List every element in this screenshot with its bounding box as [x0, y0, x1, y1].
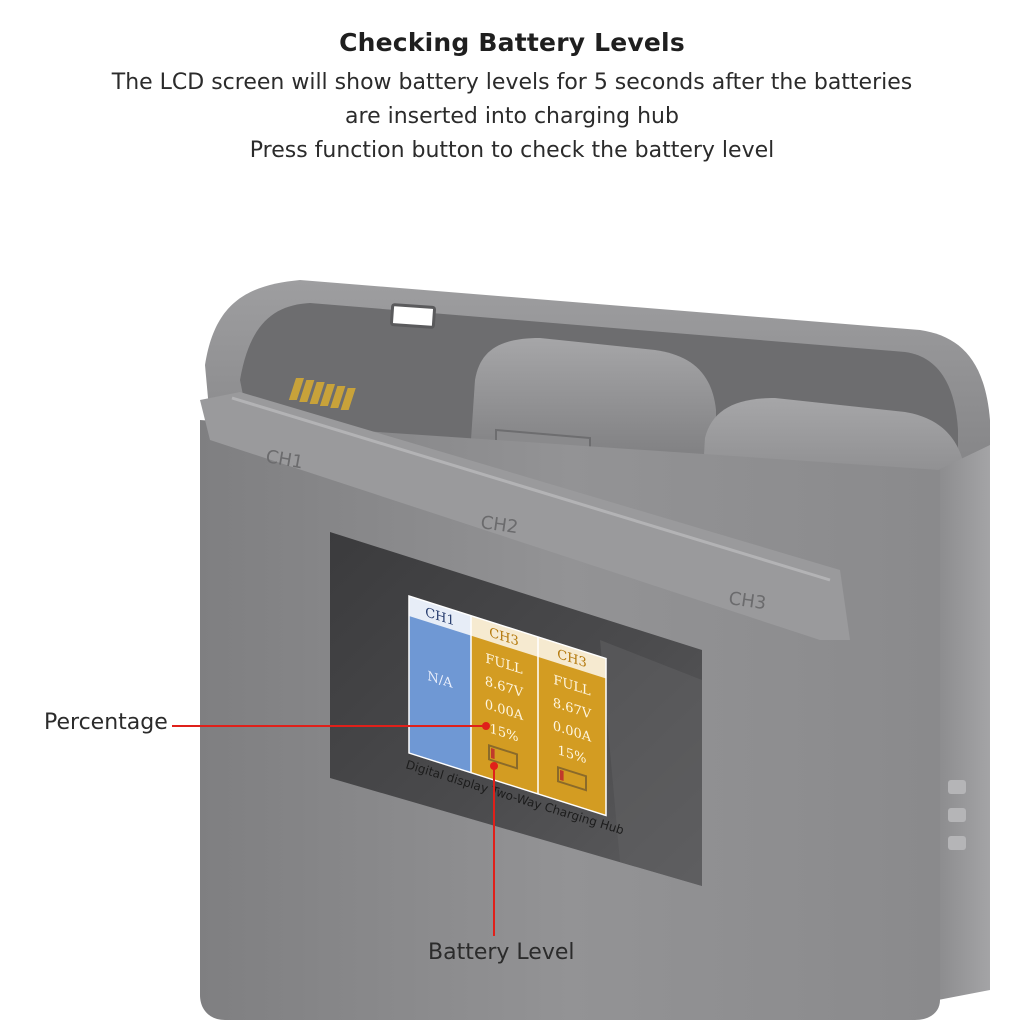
description-line-2: are inserted into charging hub: [345, 104, 679, 129]
slot-label-ch3: CH3: [727, 588, 767, 614]
hub-front-lip: [200, 392, 850, 640]
ch1-connector-pins: [288, 378, 356, 410]
percentage-callout-dot: [482, 722, 490, 730]
lcd-ch2-battery-fill: [491, 748, 495, 760]
lcd-ch3-battery-icon: [557, 765, 587, 792]
latch-slot: [389, 303, 437, 329]
battery-level-callout-dot: [490, 762, 498, 770]
battery-level-label: Battery Level: [428, 940, 575, 965]
lcd-screen: CH1 N/A CH3 FULL 8.67V 0.00A 15% CH3 FUL…: [408, 595, 607, 817]
slot-label-ch2: CH2: [479, 512, 519, 538]
hub-side-face: [938, 445, 990, 1000]
page-title: Checking Battery Levels: [339, 28, 685, 57]
lcd-ch3-battery-fill: [560, 769, 564, 782]
percentage-label: Percentage: [44, 710, 168, 735]
description-line-3: Press function button to check the batte…: [249, 138, 775, 163]
description-line-1: The LCD screen will show battery levels …: [111, 70, 913, 95]
lcd-ch2-battery-icon: [488, 744, 518, 770]
